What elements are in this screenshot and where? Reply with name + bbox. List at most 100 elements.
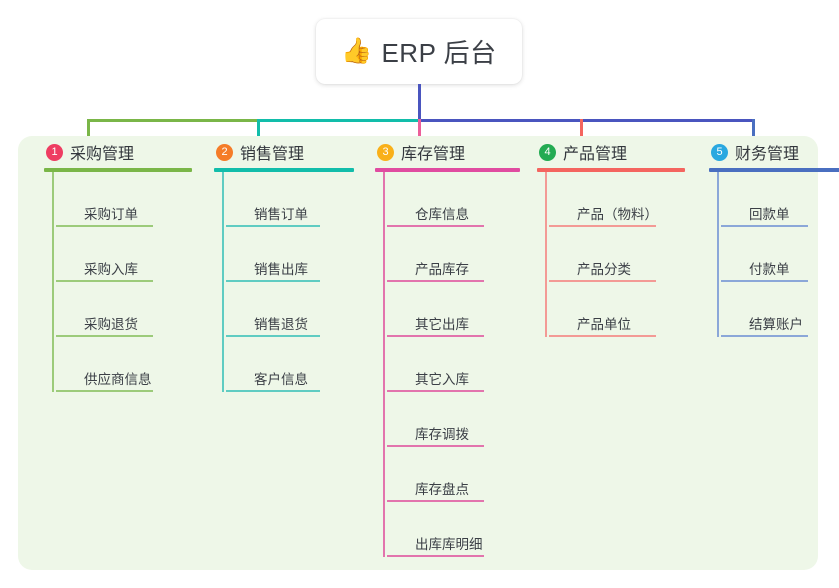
branch-item[interactable]: 产品（物料） (549, 172, 685, 227)
branch-item-rule (226, 335, 320, 337)
branch-item-label: 库存调拨 (415, 426, 469, 442)
branch-item-rule (387, 225, 484, 227)
branch-item[interactable]: 客户信息 (226, 337, 354, 392)
branch-item-label: 付款单 (749, 261, 790, 277)
diagram-panel: 1 采购管理 采购订单采购入库采购退货供应商信息 2 销售管理 销售订单销售出库… (18, 136, 839, 570)
column-header-rule (709, 168, 839, 172)
branch-item-rule (226, 225, 320, 227)
branch-item-rule (226, 390, 320, 392)
branch-item-rule (721, 225, 808, 227)
connector-bus-teal (258, 119, 420, 122)
branch-item[interactable]: 其它入库 (387, 337, 520, 392)
branch-item-rule (56, 335, 153, 337)
branch-item[interactable]: 其它出库 (387, 282, 520, 337)
branch-item[interactable]: 采购订单 (56, 172, 192, 227)
column-title: 财务管理 (735, 146, 800, 163)
branch-item-label: 销售订单 (254, 206, 308, 222)
branch-item-label: 其它出库 (415, 316, 469, 332)
column-items: 产品（物料） 产品分类产品单位 (537, 172, 685, 337)
branch-item-rule (226, 280, 320, 282)
connector-drop-5 (752, 119, 755, 147)
connector-drop-2 (257, 119, 260, 147)
branch-item-label: 采购入库 (84, 261, 138, 277)
branch-item[interactable]: 仓库信息 (387, 172, 520, 227)
title-card[interactable]: 👍 ERP 后台 (316, 19, 522, 84)
branch-item-label: 库存盘点 (415, 481, 469, 497)
branch-item-rule (387, 390, 484, 392)
column-title: 采购管理 (70, 146, 135, 163)
column-header-rule (44, 168, 192, 172)
connector-drop-1 (87, 119, 90, 147)
column-header[interactable]: 2 销售管理 (214, 136, 354, 168)
branch-item[interactable]: 销售订单 (226, 172, 354, 227)
branch-column-inventory: 3 库存管理 仓库信息产品库存其它出库其它入库库存调拨库存盘点出库库明细 (375, 136, 520, 557)
column-header[interactable]: 4 产品管理 (537, 136, 685, 168)
branch-item[interactable]: 回款单 (721, 172, 839, 227)
connector-drop-4 (580, 119, 583, 147)
column-header[interactable]: 1 采购管理 (44, 136, 192, 168)
connector-stem-main (418, 84, 421, 120)
branch-item-label: 产品分类 (577, 261, 631, 277)
column-items: 销售订单销售出库销售退货客户信息 (214, 172, 354, 392)
column-header-rule (375, 168, 520, 172)
branch-item[interactable]: 产品分类 (549, 227, 685, 282)
column-header-rule (537, 168, 685, 172)
branch-item-label: 回款单 (749, 206, 790, 222)
branch-column-product: 4 产品管理 产品（物料） 产品分类产品单位 (537, 136, 685, 337)
branch-item-label: 其它入库 (415, 371, 469, 387)
branch-item[interactable]: 结算账户 (721, 282, 839, 337)
branch-item-label: 供应商信息 (84, 371, 152, 387)
branch-item-rule (549, 335, 656, 337)
connector-drop-3 (418, 119, 421, 147)
branch-item-label: 仓库信息 (415, 206, 469, 222)
branch-item[interactable]: 产品单位 (549, 282, 685, 337)
branch-item[interactable]: 库存盘点 (387, 447, 520, 502)
column-number-badge: 1 (46, 143, 63, 161)
branch-item-rule (56, 225, 153, 227)
branch-item[interactable]: 产品库存 (387, 227, 520, 282)
branch-item-label: 客户信息 (254, 371, 308, 387)
branch-column-sales: 2 销售管理 销售订单销售出库销售退货客户信息 (214, 136, 354, 392)
page-title: ERP 后台 (381, 38, 497, 68)
branch-item[interactable]: 库存调拨 (387, 392, 520, 447)
connector-bus-green (87, 119, 259, 122)
branch-item[interactable]: 供应商信息 (56, 337, 192, 392)
branch-item-rule (56, 280, 153, 282)
column-title: 产品管理 (563, 146, 628, 163)
branch-item[interactable]: 销售出库 (226, 227, 354, 282)
branch-item-rule (721, 280, 808, 282)
column-header[interactable]: 3 库存管理 (375, 136, 520, 168)
connector-bus-blue (419, 119, 755, 122)
column-spine (52, 172, 54, 392)
branch-item-rule (387, 500, 484, 502)
branch-item-rule (549, 280, 656, 282)
branch-item-label: 产品（物料） (577, 206, 658, 222)
branch-item-label: 产品库存 (415, 261, 469, 277)
branch-item-label: 销售退货 (254, 316, 308, 332)
column-items: 回款单付款单结算账户 (709, 172, 839, 337)
branch-item-rule (721, 335, 808, 337)
branch-item-label: 出库库明细 (415, 536, 483, 552)
thumbs-up-icon: 👍 (341, 37, 373, 65)
column-spine (383, 172, 385, 557)
column-title: 销售管理 (240, 146, 305, 163)
branch-item-label: 销售出库 (254, 261, 308, 277)
branch-column-purchasing: 1 采购管理 采购订单采购入库采购退货供应商信息 (44, 136, 192, 392)
branch-item[interactable]: 付款单 (721, 227, 839, 282)
column-spine (545, 172, 547, 337)
branch-item[interactable]: 采购退货 (56, 282, 192, 337)
branch-item-rule (56, 390, 153, 392)
column-items: 采购订单采购入库采购退货供应商信息 (44, 172, 192, 392)
branch-item[interactable]: 出库库明细 (387, 502, 520, 557)
branch-item-rule (387, 555, 484, 557)
branch-column-finance: 5 财务管理 回款单付款单结算账户 (709, 136, 839, 337)
branch-item-rule (387, 280, 484, 282)
column-header[interactable]: 5 财务管理 (709, 136, 839, 168)
branch-item[interactable]: 销售退货 (226, 282, 354, 337)
branch-item[interactable]: 采购入库 (56, 227, 192, 282)
branch-item-rule (549, 225, 656, 227)
column-header-rule (214, 168, 354, 172)
branch-item-label: 结算账户 (749, 316, 803, 332)
column-number-badge: 5 (711, 143, 728, 161)
